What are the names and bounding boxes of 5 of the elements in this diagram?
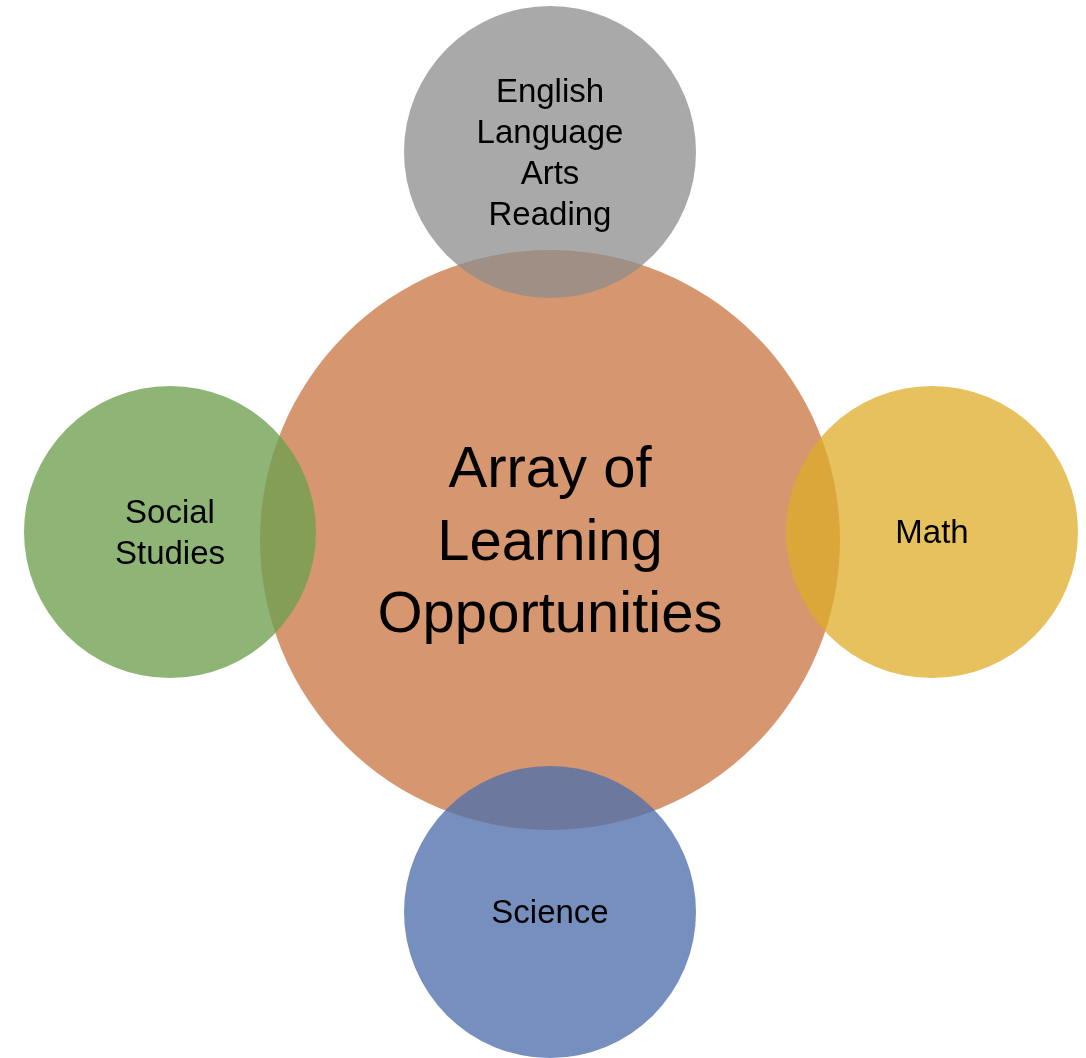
subject-label: Social Studies bbox=[113, 491, 227, 573]
center-label: Array of Learning Opportunities bbox=[376, 433, 724, 647]
subject-label: Science bbox=[491, 892, 609, 933]
subject-label: Math bbox=[895, 512, 969, 553]
subject-label: English Language Arts Reading bbox=[475, 70, 625, 235]
